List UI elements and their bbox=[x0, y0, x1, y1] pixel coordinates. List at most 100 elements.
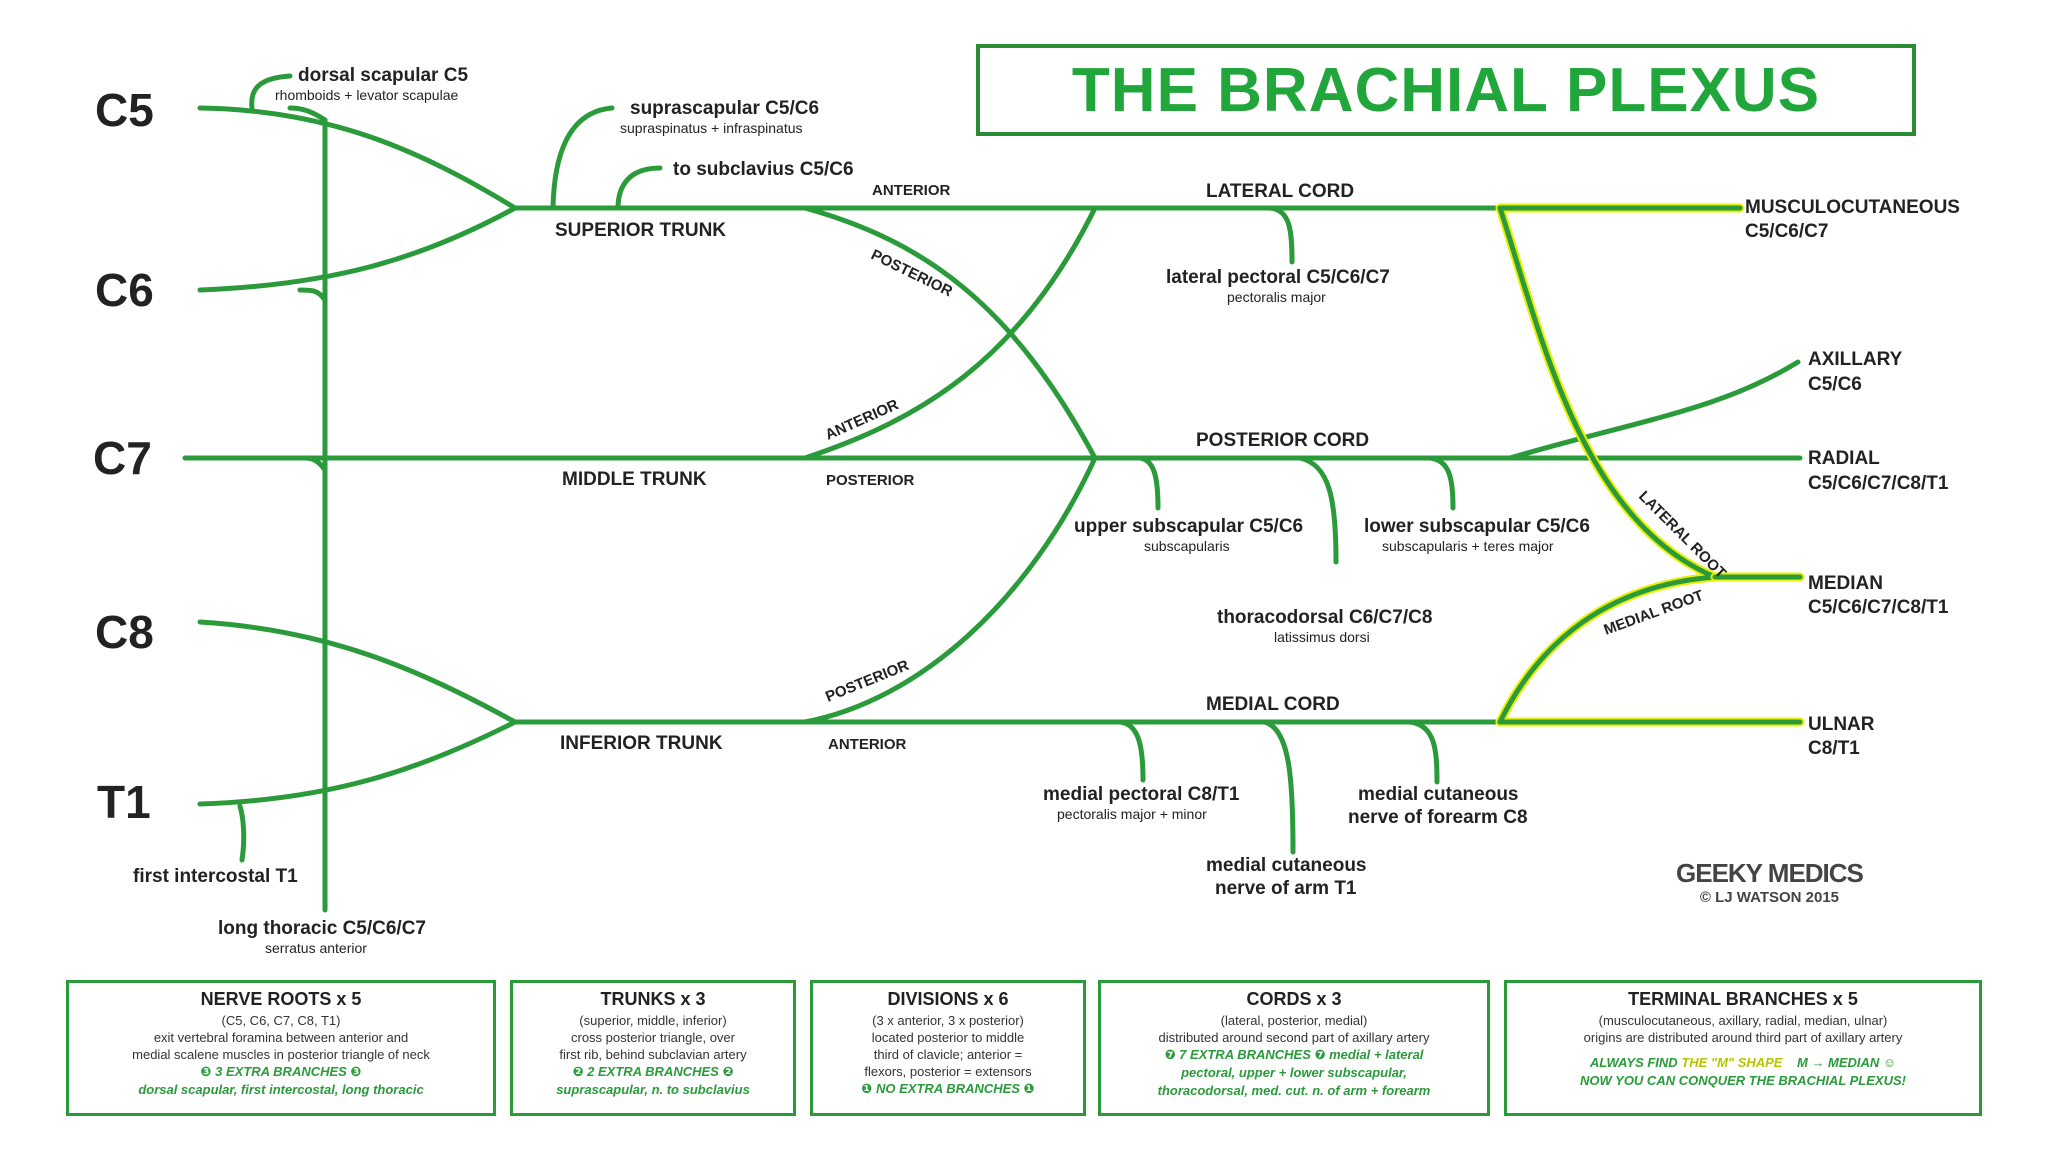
summary-heading: DIVISIONS x 6 bbox=[887, 989, 1009, 1009]
root-t1-line bbox=[197, 719, 518, 807]
subclavius-line bbox=[615, 165, 663, 211]
terminal-radial-roots: C5/C6/C7/C8/T1 bbox=[1808, 473, 1949, 494]
root-c6-line bbox=[197, 205, 518, 293]
summary-box-trunks: TRUNKS x 3 (superior, middle, inferior) … bbox=[510, 980, 796, 1116]
lower-subscapular-sub: subscapularis + teres major bbox=[1382, 538, 1554, 554]
upper-subscapular-line bbox=[1137, 455, 1161, 511]
nerve-lines bbox=[182, 73, 1803, 913]
title-box: THE BRACHIAL PLEXUS bbox=[976, 44, 1916, 136]
lower-subscapular-line bbox=[1427, 455, 1456, 511]
c7-contrib bbox=[302, 455, 328, 473]
geeky-medics-logo: GEEKY MEDICS © LJ WATSON 2015 bbox=[1676, 858, 1864, 906]
medial-cut-arm-label-1: medial cutaneous bbox=[1206, 855, 1367, 876]
medial-cut-arm-line bbox=[1262, 719, 1296, 855]
c5-contrib bbox=[287, 105, 328, 123]
summary-line: (lateral, posterior, medial) bbox=[1220, 1013, 1368, 1028]
first-intercostal-label: first intercostal T1 bbox=[133, 866, 298, 887]
summary-line: cross posterior triangle, over bbox=[570, 1030, 735, 1045]
medial-cut-forearm-line bbox=[1407, 719, 1440, 785]
m-shape bbox=[1495, 203, 1805, 727]
thoracodorsal-label: thoracodorsal C6/C7/C8 bbox=[1217, 607, 1432, 628]
medial-cut-arm-label-2: nerve of arm T1 bbox=[1215, 878, 1357, 899]
suprascapular-sub: supraspinatus + infraspinatus bbox=[620, 120, 803, 136]
page-title: THE BRACHIAL PLEXUS bbox=[1071, 55, 1821, 125]
medial-pectoral-label: medial pectoral C8/T1 bbox=[1043, 784, 1240, 805]
root-c6-label: C6 bbox=[95, 264, 154, 316]
first-intercostal-line bbox=[237, 803, 247, 863]
summary-heading: CORDS x 3 bbox=[1246, 989, 1342, 1009]
dorsal-scapular-line bbox=[249, 73, 293, 111]
summary-line: located posterior to middle bbox=[871, 1030, 1025, 1045]
summary-box-cords: CORDS x 3 (lateral, posterior, medial) d… bbox=[1098, 980, 1490, 1116]
upper-subscapular-label: upper subscapular C5/C6 bbox=[1074, 516, 1303, 537]
suprascapular-line bbox=[550, 105, 615, 211]
lateral-root-line bbox=[1497, 205, 1718, 580]
long-thoracic-sub: serratus anterior bbox=[265, 940, 367, 956]
inferior-posterior-label: POSTERIOR bbox=[823, 657, 911, 706]
summary-line: flexors, posterior = extensors bbox=[864, 1064, 1032, 1079]
root-c7-label: C7 bbox=[93, 432, 152, 484]
summary-line: (C5, C6, C7, C8, T1) bbox=[221, 1013, 341, 1028]
medial-root-line bbox=[1497, 574, 1718, 725]
medial-root-label: MEDIAL ROOT bbox=[1602, 587, 1706, 639]
terminal-musculocutaneous-roots: C5/C6/C7 bbox=[1745, 221, 1828, 242]
summary-line: third of clavicle; anterior = bbox=[873, 1047, 1023, 1062]
summary-heading: TRUNKS x 3 bbox=[600, 989, 706, 1009]
medial-pectoral-sub: pectoralis major + minor bbox=[1057, 806, 1207, 822]
terminal-median-roots: C5/C6/C7/C8/T1 bbox=[1808, 597, 1949, 618]
summary-line: distributed around second part of axilla… bbox=[1158, 1030, 1430, 1045]
posterior-cord-label: POSTERIOR CORD bbox=[1196, 430, 1369, 451]
root-c5-line bbox=[197, 105, 518, 211]
middle-anterior-division bbox=[802, 205, 1098, 461]
upper-subscapular-sub: subscapularis bbox=[1144, 538, 1230, 554]
summary-box-roots: NERVE ROOTS x 5 (C5, C6, C7, C8, T1) exi… bbox=[66, 980, 496, 1116]
summary-green: M → MEDIAN ☺ bbox=[1796, 1055, 1897, 1070]
thoracodorsal-line bbox=[1297, 455, 1339, 565]
suprascapular-label: suprascapular C5/C6 bbox=[630, 98, 819, 119]
superior-trunk-label: SUPERIOR TRUNK bbox=[555, 220, 726, 241]
middle-trunk-label: MIDDLE TRUNK bbox=[562, 469, 707, 490]
summary-line: first rib, behind subclavian artery bbox=[559, 1047, 747, 1062]
summary-green-row: ALWAYS FIND THE "M" SHAPE M → MEDIAN ☺ bbox=[1515, 1054, 1971, 1072]
terminal-radial-name: RADIAL bbox=[1808, 448, 1880, 469]
subclavius-label: to subclavius C5/C6 bbox=[673, 159, 854, 180]
dorsal-scapular-label: dorsal scapular C5 bbox=[298, 65, 468, 86]
summary-green: suprascapular, n. to subclavius bbox=[556, 1082, 750, 1097]
summary-green: pectoral, upper + lower subscapular, bbox=[1181, 1065, 1407, 1080]
terminal-axillary-name: AXILLARY bbox=[1808, 349, 1903, 370]
summary-green: ❶ NO EXTRA BRANCHES ❶ bbox=[861, 1081, 1035, 1096]
summary-green: ❸ 3 EXTRA BRANCHES ❸ bbox=[200, 1064, 362, 1079]
root-c5-label: C5 bbox=[95, 84, 154, 136]
summary-heading: TERMINAL BRANCHES x 5 bbox=[1628, 989, 1858, 1009]
superior-anterior-label: ANTERIOR bbox=[872, 182, 951, 199]
summary-box-terminal: TERMINAL BRANCHES x 5 (musculocutaneous,… bbox=[1504, 980, 1982, 1116]
middle-posterior-label: POSTERIOR bbox=[826, 472, 915, 489]
summary-line: exit vertebral foramina between anterior… bbox=[153, 1030, 409, 1045]
axillary-line bbox=[1507, 359, 1801, 461]
medial-cord-label: MEDIAL CORD bbox=[1206, 694, 1340, 715]
summary-line: medial scalene muscles in posterior tria… bbox=[132, 1047, 430, 1062]
lower-subscapular-label: lower subscapular C5/C6 bbox=[1364, 516, 1590, 537]
c6-contrib bbox=[297, 287, 328, 303]
terminal-median-name: MEDIAN bbox=[1808, 573, 1883, 594]
summary-heading: NERVE ROOTS x 5 bbox=[200, 989, 362, 1009]
medial-cut-forearm-label-2: nerve of forearm C8 bbox=[1348, 807, 1528, 828]
medial-cut-forearm-label-1: medial cutaneous bbox=[1358, 784, 1519, 805]
summary-line: origins are distributed around third par… bbox=[1583, 1030, 1903, 1045]
summary-green: NOW YOU CAN CONQUER THE BRACHIAL PLEXUS! bbox=[1580, 1073, 1906, 1088]
summary-line: (superior, middle, inferior) bbox=[579, 1013, 727, 1028]
lateral-pectoral-line bbox=[1267, 205, 1295, 265]
logo-text: GEEKY MEDICS bbox=[1676, 858, 1864, 888]
root-c8-label: C8 bbox=[95, 606, 154, 658]
logo-copyright: © LJ WATSON 2015 bbox=[1699, 889, 1840, 906]
terminal-ulnar-roots: C8/T1 bbox=[1808, 738, 1860, 759]
lateral-pectoral-sub: pectoralis major bbox=[1227, 289, 1326, 305]
superior-posterior-division bbox=[802, 205, 1098, 461]
summary-box-divisions: DIVISIONS x 6 (3 x anterior, 3 x posteri… bbox=[810, 980, 1086, 1116]
terminal-musculocutaneous-name: MUSCULOCUTANEOUS bbox=[1745, 197, 1960, 218]
summary-green: thoracodorsal, med. cut. n. of arm + for… bbox=[1157, 1083, 1431, 1098]
inferior-trunk-label: INFERIOR TRUNK bbox=[560, 733, 723, 754]
lateral-pectoral-label: lateral pectoral C5/C6/C7 bbox=[1166, 267, 1390, 288]
root-t1-label: T1 bbox=[97, 776, 151, 828]
